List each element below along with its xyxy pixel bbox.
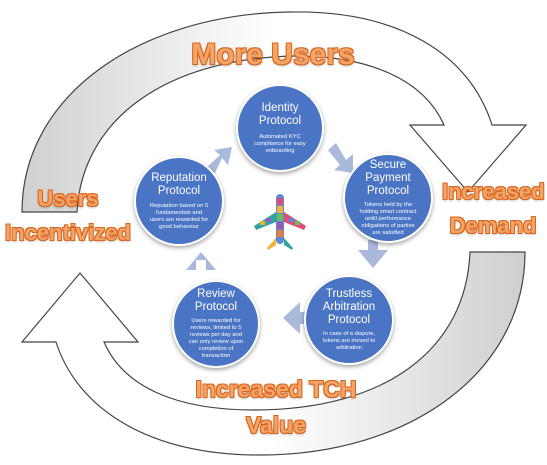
secure-payment-protocol-node: Secure Payment Protocol Tokens held by t…: [343, 153, 433, 243]
node-title-line: Review: [197, 288, 235, 300]
small-arrow-1: [328, 143, 353, 173]
node-desc-line: transaction: [201, 353, 231, 359]
label-line: Users: [37, 186, 99, 211]
label-line: Increased TCH: [195, 376, 357, 402]
node-title: Review Protocol: [195, 288, 237, 314]
trustless-arbitration-protocol-node: Trustless Arbitration Protocol In case o…: [304, 275, 394, 365]
small-arrow-3: [283, 302, 320, 334]
label-line: Value: [245, 412, 307, 438]
node-desc-line: arbitration: [336, 345, 362, 351]
node-desc-line: Reputation based on 5: [149, 202, 209, 209]
node-desc-line: onboarding: [265, 147, 295, 154]
node-desc-line: fundamentals and: [155, 209, 203, 216]
node-desc-line: Users rewarded for: [191, 318, 241, 324]
label-increased-demand: Increased Demand: [442, 175, 545, 243]
label-line: Incentivized: [5, 220, 131, 245]
review-protocol-node: Review Protocol Users rewarded for revie…: [172, 280, 260, 368]
node-desc-line: tokens are moved to: [322, 338, 376, 344]
node-title: Trustless Arbitration Protocol: [323, 288, 375, 327]
label-more-users: More Users: [191, 38, 355, 71]
node-desc-line: completion of: [198, 346, 234, 352]
label-line: Demand: [449, 213, 537, 238]
node-desc-line: compliance for easy: [254, 140, 306, 147]
node-description: Reputation based on 5 fundamentals and u…: [150, 203, 208, 231]
node-desc-line: obligations of parties: [361, 223, 415, 229]
node-title-line: Protocol: [327, 314, 371, 326]
node-desc-line: Tokens held by the: [363, 202, 413, 208]
node-title: Identity Protocol: [259, 102, 301, 128]
node-desc-line: reviews per day and: [190, 332, 242, 338]
node-description: In case of a dispute, tokens are moved t…: [323, 331, 376, 352]
identity-protocol-node: Identity Protocol Automated KYC complian…: [236, 84, 324, 172]
label-increased-tch-value: Increased TCH Value: [178, 371, 374, 443]
node-desc-line: untill performance: [364, 216, 412, 222]
node-desc-line: are satisfied: [372, 230, 404, 236]
node-desc-line: Automated KYC: [259, 133, 301, 140]
node-desc-line: good behaviour: [159, 223, 199, 230]
top-cycle-arrow: [21, 11, 528, 213]
node-title-line: Reputation: [151, 171, 207, 184]
node-description: Automated KYC compliance for easy onboar…: [254, 134, 306, 155]
node-desc-line: users are rewarded for: [149, 216, 209, 223]
node-description: Users rewarded for reviews, limited to 5…: [189, 318, 243, 360]
airplane-mosaic-icon: [254, 194, 306, 250]
reputation-protocol-node: Reputation Protocol Reputation based on …: [134, 156, 224, 246]
node-title-line: Protocol: [157, 184, 201, 197]
node-title-line: Identity: [261, 101, 299, 114]
node-title-line: Secure: [369, 159, 407, 171]
small-arrow-2: [358, 240, 388, 268]
node-title-line: Protocol: [258, 114, 302, 127]
node-title-line: Trustless: [325, 288, 373, 300]
label-users-incentivized: Users Incentivized: [2, 182, 134, 250]
small-arrow-5: [206, 147, 232, 175]
node-title: Secure Payment Protocol: [365, 159, 410, 198]
node-title: Reputation Protocol: [151, 172, 207, 198]
node-title-line: Protocol: [194, 301, 238, 313]
node-desc-line: can only review upon: [188, 339, 244, 345]
node-title-line: Arbitration: [322, 301, 376, 313]
node-desc-line: holding smart contract: [359, 209, 417, 215]
node-desc-line: In case of a dispute,: [323, 331, 375, 337]
label-line: Increased: [442, 179, 545, 204]
node-description: Tokens held by the holding smart contrac…: [359, 202, 416, 237]
bottom-cycle-arrow: [20, 251, 526, 456]
node-title-line: Payment: [365, 172, 411, 184]
node-desc-line: reviews, limited to 5: [190, 325, 242, 331]
small-arrow-4: [186, 252, 216, 270]
node-title-line: Protocol: [366, 185, 410, 197]
